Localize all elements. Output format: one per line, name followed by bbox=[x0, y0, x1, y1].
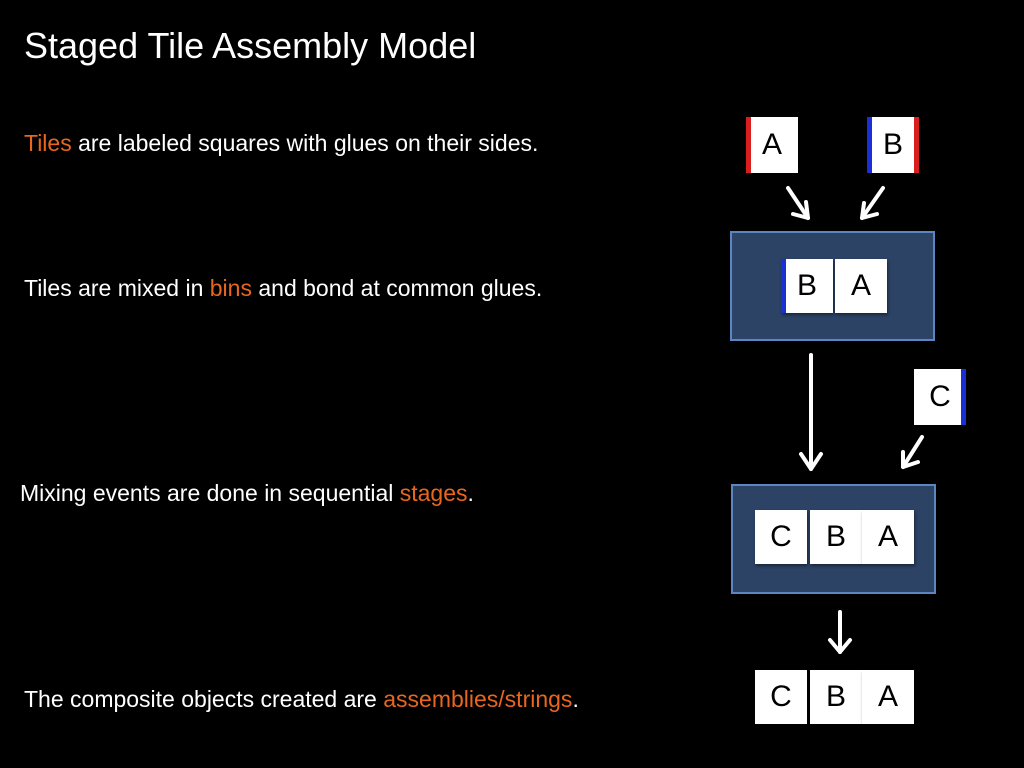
bullet-bins-after: and bond at common glues. bbox=[251, 275, 543, 301]
tile-b-label: B bbox=[796, 269, 817, 302]
bullet-assemblies-before: The composite objects created are bbox=[24, 686, 384, 712]
tile-a-final: A bbox=[862, 670, 914, 724]
bullet-assemblies-after: . bbox=[572, 686, 579, 712]
glue-blue bbox=[961, 369, 966, 425]
tile-a-in-bin-2: A bbox=[862, 510, 914, 564]
tile-c-single: C bbox=[914, 369, 966, 425]
arrow-a-to-bin bbox=[786, 186, 810, 220]
glue-red bbox=[746, 117, 751, 173]
term-stages: stages bbox=[399, 480, 468, 506]
arrow-bin1-to-bin2 bbox=[799, 353, 823, 471]
tile-c-label: C bbox=[770, 520, 792, 553]
arrow-bin2-to-final bbox=[828, 610, 852, 654]
tile-c-label: C bbox=[770, 680, 792, 713]
tile-a-label: A bbox=[877, 680, 898, 713]
tile-b-in-bin-1: B bbox=[781, 259, 833, 313]
tile-a-label: A bbox=[877, 520, 898, 553]
tile-b-label: B bbox=[825, 680, 846, 713]
arrow-c-to-bin2 bbox=[901, 435, 924, 469]
tile-a-label: A bbox=[850, 269, 871, 302]
tile-b-label: B bbox=[825, 520, 846, 553]
bullet-tiles-text: are labeled squares with glues on their … bbox=[71, 130, 539, 156]
arrow-b-to-bin bbox=[860, 186, 885, 220]
tile-b-single: B bbox=[867, 117, 919, 173]
term-tiles: Tiles bbox=[24, 130, 72, 156]
tile-b-final: B bbox=[810, 670, 862, 724]
tile-a-in-bin-1: A bbox=[835, 259, 887, 313]
bullet-stages-before: Mixing events are done in sequential bbox=[20, 480, 400, 506]
bullet-assemblies: The composite objects created are assemb… bbox=[24, 684, 579, 714]
tile-c-final: C bbox=[755, 670, 807, 724]
term-assemblies: assemblies/strings bbox=[383, 686, 573, 712]
bullet-stages: Mixing events are done in sequential sta… bbox=[20, 478, 474, 508]
tile-a-single: A bbox=[746, 117, 798, 173]
tile-b-in-bin-2: B bbox=[810, 510, 862, 564]
tile-c-label: C bbox=[929, 380, 951, 413]
bullet-tiles: Tiles are labeled squares with glues on … bbox=[24, 128, 538, 158]
slide-title: Staged Tile Assembly Model bbox=[24, 25, 477, 66]
term-bins: bins bbox=[209, 275, 252, 301]
bullet-bins: Tiles are mixed in bins and bond at comm… bbox=[24, 273, 542, 303]
tile-b-label: B bbox=[882, 128, 903, 161]
bullet-bins-before: Tiles are mixed in bbox=[24, 275, 210, 301]
glue-red bbox=[914, 117, 919, 173]
tile-a-label: A bbox=[761, 128, 782, 161]
bullet-stages-after: . bbox=[467, 480, 474, 506]
tile-c-in-bin-2: C bbox=[755, 510, 807, 564]
glue-blue bbox=[867, 117, 872, 173]
glue-blue bbox=[781, 259, 786, 313]
